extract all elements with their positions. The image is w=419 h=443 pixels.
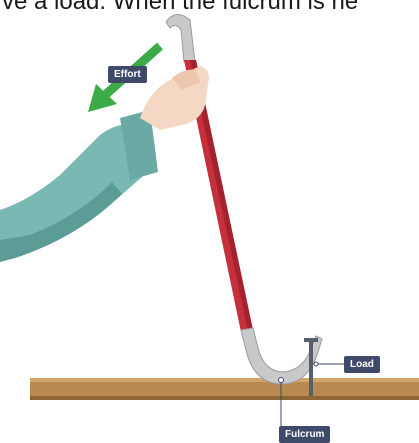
- arm-icon: [0, 110, 158, 262]
- effort-label: Effort: [108, 66, 147, 83]
- wood-plank-icon: [30, 378, 419, 400]
- load-label: Load: [344, 356, 380, 373]
- load-pointer: [314, 362, 344, 366]
- fulcrum-label: Fulcrum: [279, 426, 330, 443]
